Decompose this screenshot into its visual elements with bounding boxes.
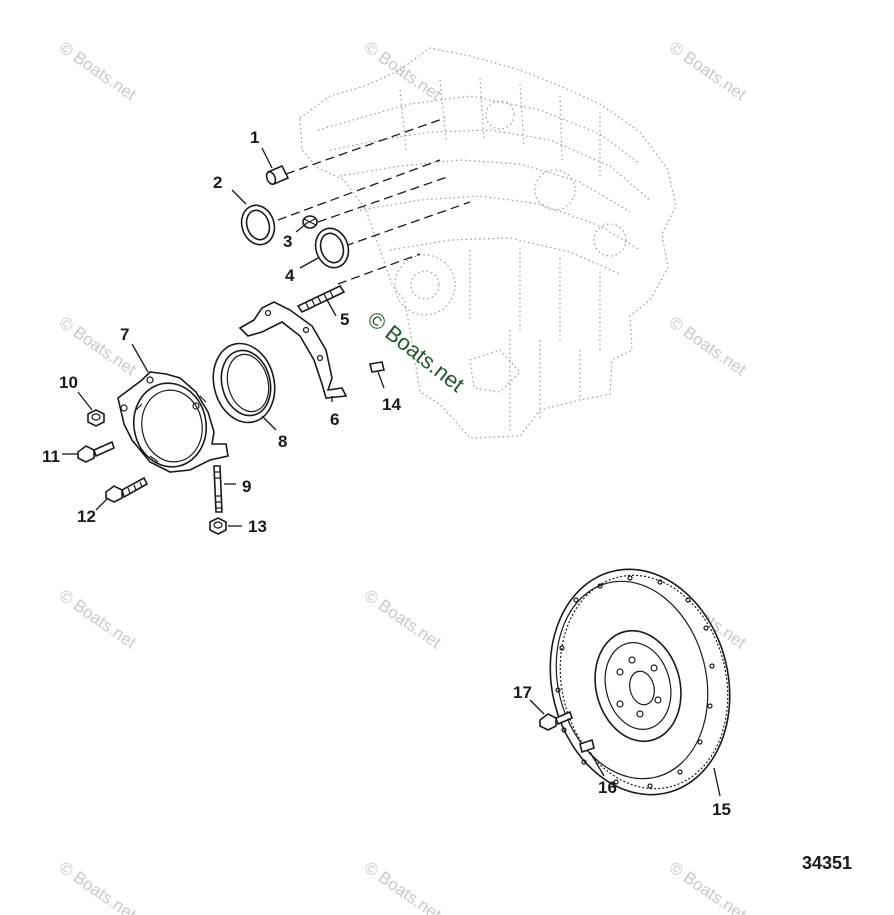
part-o-ring-right (314, 227, 350, 269)
watermark: © Boats.net (56, 858, 140, 915)
part-gasket (238, 301, 348, 399)
callout-labels: 1 2 3 4 5 6 7 8 9 10 11 12 13 14 15 16 1… (42, 128, 731, 819)
part-flywheel (549, 568, 731, 796)
part-dowel-pin-upper (369, 361, 385, 373)
watermark: © Boats.net (666, 858, 750, 915)
part-nut-lower (209, 517, 227, 535)
part-seal-housing (117, 371, 229, 473)
part-stud-lower (213, 465, 223, 513)
part-nut-upper (87, 409, 105, 427)
watermark: © Boats.net (361, 858, 445, 915)
alignment-lines (277, 117, 471, 285)
center-watermark: © Boats.net (363, 306, 469, 397)
callout-4: 4 (285, 266, 295, 285)
watermark: © Boats.net (666, 313, 750, 380)
part-plug (302, 215, 318, 229)
callout-14: 14 (382, 395, 401, 414)
callout-8: 8 (278, 432, 287, 451)
diagram-number: 34351 (802, 853, 852, 873)
callout-9: 9 (242, 477, 251, 496)
leader-lines (62, 147, 721, 797)
part-bolt-short (77, 440, 115, 463)
callout-15: 15 (712, 800, 731, 819)
callout-3: 3 (283, 232, 292, 251)
part-o-ring-left (240, 204, 276, 246)
watermark: © Boats.net (56, 313, 140, 380)
part-bolt-long (105, 476, 149, 503)
callout-13: 13 (248, 517, 267, 536)
callout-12: 12 (77, 507, 96, 526)
callout-10: 10 (59, 373, 78, 392)
part-stud-upper (296, 284, 346, 314)
callout-6: 6 (330, 410, 339, 429)
callout-1: 1 (250, 128, 259, 147)
watermark: © Boats.net (361, 38, 445, 105)
watermark: © Boats.net (361, 586, 445, 653)
watermark: © Boats.net (56, 38, 140, 105)
engine-block-ghost (299, 47, 677, 439)
part-rear-main-seal (212, 342, 276, 424)
callout-16: 16 (598, 778, 617, 797)
callout-2: 2 (213, 173, 222, 192)
callout-7: 7 (120, 325, 129, 344)
watermark: © Boats.net (56, 586, 140, 653)
callout-11: 11 (42, 447, 60, 466)
part-flywheel-bolt (539, 710, 573, 731)
part-dowel-sleeve (265, 164, 290, 186)
part-dowel-pin-lower (579, 738, 595, 754)
callout-5: 5 (340, 310, 349, 329)
callout-17: 17 (513, 683, 532, 702)
watermark: © Boats.net (666, 38, 750, 105)
